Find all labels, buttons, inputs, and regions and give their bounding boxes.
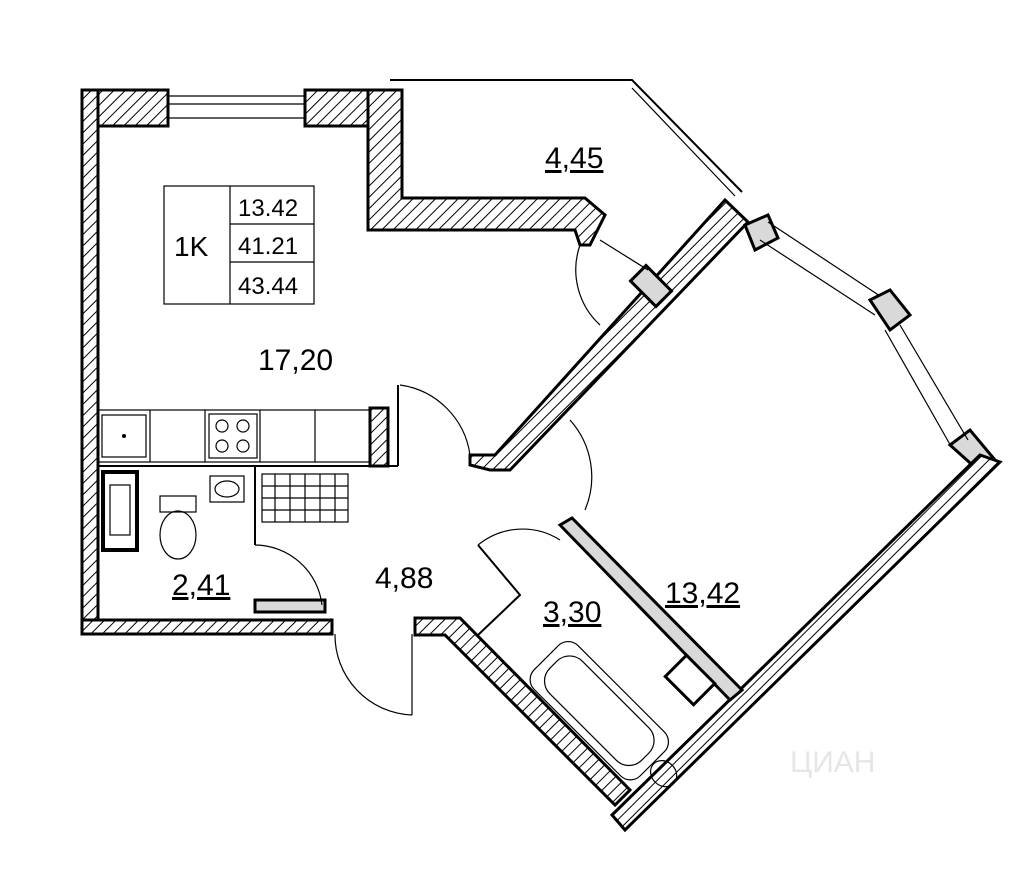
washbasin-bowl-icon bbox=[214, 480, 240, 498]
door-living bbox=[399, 384, 471, 456]
room-area-hallway: 4,88 bbox=[375, 562, 433, 595]
room-labels: 17,20 4,45 13,42 4,88 2,41 3,30 bbox=[172, 142, 740, 629]
wall-bedroom-bath bbox=[557, 516, 745, 703]
wall-hall-bath-notch bbox=[477, 544, 522, 636]
door-entrance bbox=[334, 633, 413, 716]
door-bedroom bbox=[569, 419, 593, 511]
room-area-kitchen-living: 17,20 bbox=[258, 344, 333, 377]
toilet-fixtures bbox=[101, 470, 349, 560]
boiler-icon bbox=[101, 470, 139, 552]
wall-balcony-separator bbox=[366, 88, 607, 247]
wall-bath-lower bbox=[413, 616, 633, 808]
room-area-bedroom: 13,42 bbox=[665, 577, 740, 610]
washbasin-icon bbox=[209, 475, 245, 503]
wall-pillar bbox=[628, 263, 674, 309]
kitchen-counter bbox=[97, 409, 371, 463]
room-area-bathroom: 3,30 bbox=[543, 596, 601, 629]
toilet-bowl-icon bbox=[159, 510, 197, 560]
burner-icon bbox=[215, 439, 229, 453]
summary-table-frame bbox=[163, 185, 315, 305]
wall-bottom-left bbox=[80, 618, 334, 636]
area-with-balcony-value: 43.44 bbox=[238, 273, 298, 300]
boiler-inner-icon bbox=[109, 484, 131, 536]
door-toilet bbox=[254, 544, 323, 606]
room-area-balcony: 4,45 bbox=[545, 142, 603, 175]
balcony-outline bbox=[390, 79, 743, 193]
window-line-1 bbox=[767, 221, 881, 297]
sink-drain-icon bbox=[122, 434, 126, 438]
room-area-toilet: 2,41 bbox=[172, 569, 230, 602]
door-bathroom bbox=[477, 528, 561, 546]
door-balcony-leaf bbox=[599, 239, 649, 271]
window-pillar-1 bbox=[743, 213, 780, 253]
wall-left bbox=[80, 88, 100, 632]
burner-icon bbox=[215, 419, 229, 433]
balcony-rail bbox=[631, 87, 736, 197]
counter-outline bbox=[97, 409, 371, 463]
living-area-value: 13.42 bbox=[238, 195, 298, 222]
bathtub-inner-icon bbox=[543, 655, 655, 767]
bath-sink-icon bbox=[650, 760, 678, 788]
window-line-4 bbox=[884, 329, 953, 449]
door-balcony bbox=[575, 244, 601, 326]
apartment-type: 1K bbox=[174, 231, 209, 262]
burner-icon bbox=[236, 419, 250, 433]
watermark: ЦИАН bbox=[790, 746, 875, 779]
wall-toilet-door-stub bbox=[253, 598, 327, 614]
doors bbox=[254, 239, 649, 716]
stove-icon bbox=[208, 413, 258, 459]
window-line-2 bbox=[759, 239, 876, 316]
toilet-tank-icon bbox=[159, 495, 197, 513]
sink-icon bbox=[101, 414, 147, 458]
bathroom-fixtures bbox=[529, 640, 678, 788]
burner-icon bbox=[236, 439, 250, 453]
outer-walls bbox=[80, 79, 1003, 833]
bathtub-icon bbox=[529, 640, 670, 781]
window-line-3 bbox=[899, 324, 969, 441]
wall-kitchen-end bbox=[368, 406, 390, 468]
wall-diagonal-main bbox=[468, 197, 751, 472]
summary-table: 1K 13.42 41.21 43.44 bbox=[163, 185, 315, 305]
bath-shaft bbox=[663, 653, 717, 707]
window-pillar-2 bbox=[867, 288, 913, 333]
total-area-value: 41.21 bbox=[238, 233, 298, 260]
